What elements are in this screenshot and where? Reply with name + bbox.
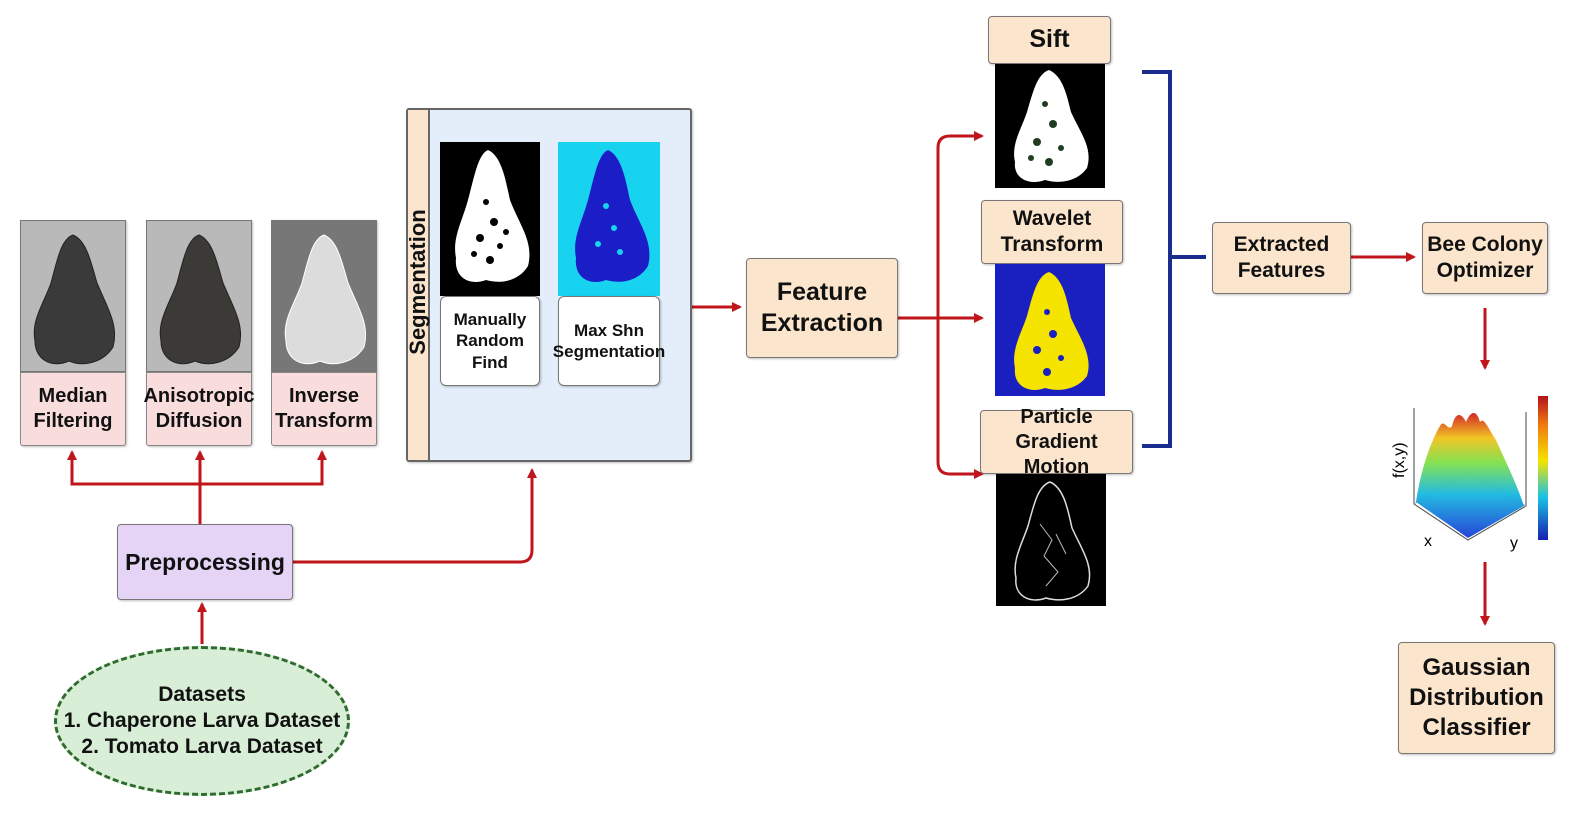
manual-random-find-image bbox=[440, 142, 540, 296]
merge-bracket bbox=[1142, 70, 1206, 448]
sift-image bbox=[995, 64, 1105, 188]
arrow-feature-to-particle bbox=[936, 318, 984, 479]
particle-gradient-motion-image bbox=[996, 474, 1106, 606]
datasets-ellipse: Datasets 1. Chaperone Larva Dataset 2. T… bbox=[54, 646, 350, 796]
datasets-title: Datasets bbox=[158, 682, 246, 706]
colorbar bbox=[1538, 396, 1548, 540]
z-axis-label: f(x,y) bbox=[1391, 442, 1408, 478]
surface-shape bbox=[1416, 412, 1524, 538]
y-axis-label: y bbox=[1510, 535, 1518, 552]
arrow-preprocessing-to-segmentation bbox=[293, 468, 537, 564]
median-filtering-image bbox=[20, 220, 126, 372]
max-shn-segmentation-image bbox=[558, 142, 660, 296]
arrow-to-inverse bbox=[200, 450, 327, 486]
dataset-item: 2. Tomato Larva Dataset bbox=[81, 735, 323, 759]
x-axis-label: x bbox=[1424, 533, 1432, 550]
sift-label: Sift bbox=[988, 16, 1111, 64]
segmentation-title: Segmentation bbox=[405, 209, 430, 355]
wavelet-transform-image bbox=[995, 264, 1105, 396]
arrow-preprocessing-up bbox=[67, 450, 202, 524]
inverse-transform-image bbox=[271, 220, 377, 372]
gaussian-surface-plot: f(x,y) x y bbox=[1391, 396, 1548, 552]
dataset-item: 1. Chaperone Larva Dataset bbox=[63, 708, 341, 732]
arrow-feature-to-sift bbox=[898, 131, 984, 320]
preprocessing-box: Preprocessing bbox=[117, 524, 293, 600]
anisotropic-diffusion-image bbox=[146, 220, 252, 372]
segmentation-title-strip bbox=[408, 110, 430, 460]
